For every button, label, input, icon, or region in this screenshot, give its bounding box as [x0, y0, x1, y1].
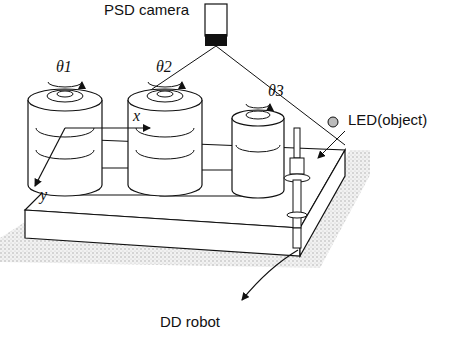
- axis-label: y: [40, 186, 47, 204]
- axis-label: x: [133, 107, 140, 125]
- joint-angle: θ2: [156, 58, 172, 76]
- joint-angle: θ3: [268, 82, 284, 100]
- robot-label: DD robot: [160, 314, 220, 331]
- joint-angle: θ1: [56, 58, 72, 76]
- camera-label: PSD camera: [104, 2, 189, 19]
- object-label: LED(object): [348, 112, 427, 129]
